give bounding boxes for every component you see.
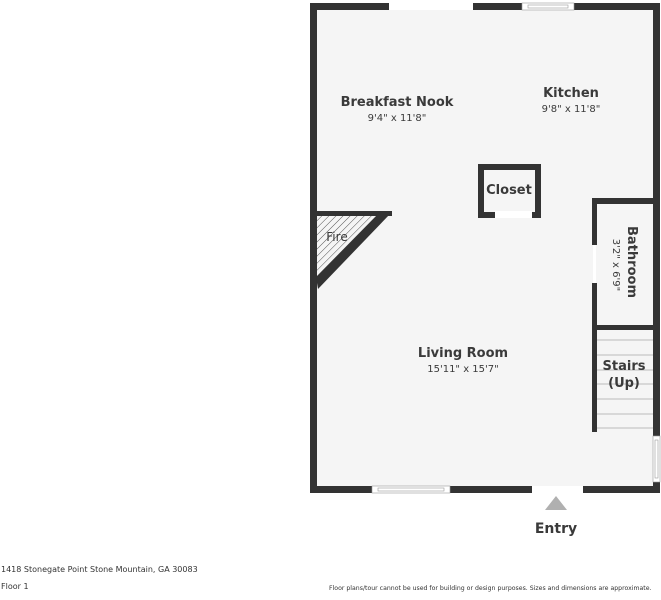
fire-label: Fire xyxy=(326,230,347,244)
kitchen-size: 9'8" x 11'8" xyxy=(542,104,601,115)
bathroom-label: Bathroom xyxy=(624,226,639,298)
top-opening xyxy=(389,3,473,10)
stair-treads xyxy=(597,339,653,429)
entry-arrow-icon xyxy=(545,496,567,510)
right-window xyxy=(652,435,661,483)
breakfast-nook-size: 9'4" x 11'8" xyxy=(368,113,427,124)
fireplace xyxy=(316,211,392,289)
disclaimer: Floor plans/tour cannot be used for buil… xyxy=(329,585,652,592)
top-window xyxy=(521,2,575,11)
address: 1418 Stonegate Point Stone Mountain, GA … xyxy=(1,565,198,574)
entry-label: Entry xyxy=(535,521,577,537)
living-room-label: Living Room xyxy=(418,346,508,361)
outer-walls xyxy=(310,3,660,493)
stairs-label: Stairs xyxy=(603,359,646,374)
interior-walls xyxy=(592,198,655,432)
stairs-direction: (Up) xyxy=(608,376,640,391)
closet xyxy=(478,164,541,218)
bathroom-door xyxy=(593,245,596,283)
entry-door xyxy=(532,486,583,493)
living-room-size: 15'11" x 15'7" xyxy=(427,364,499,375)
kitchen-label: Kitchen xyxy=(543,86,599,101)
floor-area xyxy=(313,6,656,489)
floor-label: Floor 1 xyxy=(1,582,29,591)
closet-label: Closet xyxy=(486,183,532,198)
breakfast-nook-label: Breakfast Nook xyxy=(341,95,454,110)
bottom-window xyxy=(371,485,451,494)
bathroom-size: 3'2" x 6'9" xyxy=(610,239,621,291)
